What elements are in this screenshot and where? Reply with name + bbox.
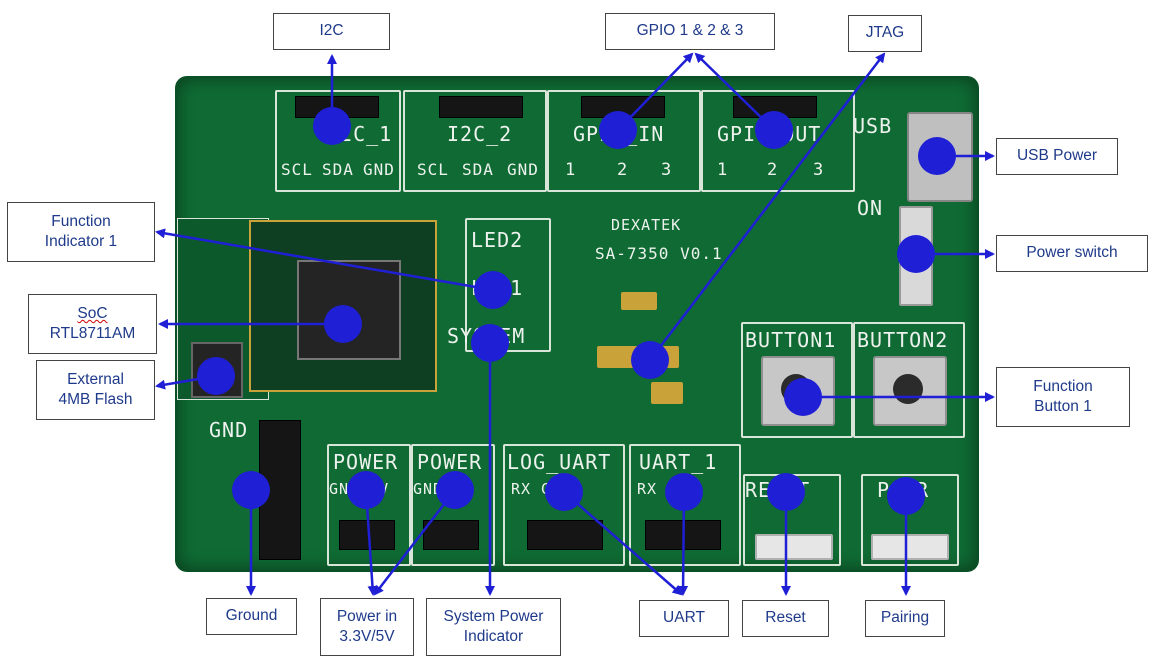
- silk-sda-1: SDA: [322, 160, 354, 179]
- silk-i2c-1: I2C_1: [327, 122, 393, 146]
- power-1-header: [339, 520, 395, 550]
- silk-gpio-out-1: 1: [717, 160, 729, 180]
- pcb-board: I2C_1 I2C_2 GPIO_IN GPIO_OUT SCL SDA GND…: [177, 78, 977, 570]
- silk-sda-2: SDA: [462, 160, 494, 179]
- pair-button-body: [871, 534, 949, 560]
- callout-function-indicator: Function Indicator 1: [7, 202, 155, 262]
- silk-led1: LED1: [471, 276, 524, 300]
- pair-silk-box: [861, 474, 959, 566]
- silk-rx-gnd-log: RX GND: [511, 480, 572, 498]
- callout-power-in: Power in 3.3V/5V: [320, 598, 414, 656]
- silk-scl-1: SCL: [281, 160, 313, 179]
- i2c-1-silk-box: [275, 90, 401, 192]
- silk-rx-gnd-uart1: RX GND: [637, 480, 698, 498]
- callout-power-switch: Power switch: [996, 235, 1148, 272]
- callout-function-button: Function Button 1: [996, 367, 1130, 427]
- silk-power-1: POWER: [333, 450, 399, 474]
- callout-ground: Ground: [206, 598, 297, 635]
- i2c-2-header: [439, 96, 523, 118]
- callout-soc-line1: SoC: [77, 304, 108, 322]
- silk-model: SA-7350 V0.1: [595, 244, 723, 263]
- callout-gpio: GPIO 1 & 2 & 3: [605, 13, 775, 50]
- button1-cap: [781, 374, 811, 404]
- callout-soc: SoC RTL8711AM: [28, 294, 157, 354]
- uart1-header: [645, 520, 721, 550]
- usb-connector: [907, 112, 973, 202]
- silk-gpio-in-1: 1: [565, 160, 577, 180]
- callout-jtag: JTAG: [848, 15, 922, 52]
- silk-gpio-out-3: 3: [813, 160, 825, 180]
- silk-system: SYSTEM: [447, 324, 526, 348]
- log-uart-header: [527, 520, 603, 550]
- callout-soc-line2: RTL8711AM: [49, 325, 136, 342]
- silk-gnd-5v-2: GND 5V: [413, 480, 474, 498]
- silk-gpio-in-3: 3: [661, 160, 673, 180]
- callout-uart: UART: [639, 600, 729, 637]
- silk-brand: DEXATEK: [611, 216, 682, 234]
- power-switch-body: [899, 206, 933, 306]
- silk-gpio-in: GPIO_IN: [573, 122, 665, 146]
- reset-button-body: [755, 534, 833, 560]
- jtag-pad-bottom: [651, 382, 683, 404]
- silk-led2: LED2: [471, 228, 524, 252]
- silk-reset: RESET: [745, 478, 811, 502]
- callout-i2c: I2C: [273, 13, 390, 50]
- callout-system-power: System Power Indicator: [426, 598, 561, 656]
- silk-gnd-2: GND: [507, 160, 539, 179]
- gpio-out-header: [733, 96, 817, 118]
- i2c-2-silk-box: [403, 90, 547, 192]
- silk-usb: USB: [853, 114, 893, 138]
- flash-chip: [191, 342, 243, 398]
- callout-usb-power: USB Power: [996, 138, 1118, 175]
- power-2-header: [423, 520, 479, 550]
- silk-gpio-in-2: 2: [617, 160, 629, 180]
- callout-external-flash: External 4MB Flash: [36, 360, 155, 420]
- jtag-pad-top: [621, 292, 657, 310]
- silk-power-2: POWER: [417, 450, 483, 474]
- silk-gnd-5v-1: GND 5V: [329, 480, 390, 498]
- silk-gpio-out-2: 2: [767, 160, 779, 180]
- callout-pairing: Pairing: [865, 600, 945, 637]
- silk-gpio-out: GPIO_OUT: [717, 122, 822, 146]
- callout-reset: Reset: [742, 600, 829, 637]
- silk-uart-1: UART_1: [639, 450, 718, 474]
- silk-gnd-1: GND: [363, 160, 395, 179]
- ground-header: [259, 420, 301, 560]
- silk-button2: BUTTON2: [857, 328, 949, 352]
- button2-cap: [893, 374, 923, 404]
- i2c-1-header: [295, 96, 379, 118]
- silk-on: ON: [857, 196, 884, 220]
- button2-silk-box: [853, 322, 965, 438]
- gpio-in-header: [581, 96, 665, 118]
- silk-log-uart: LOG_UART: [507, 450, 612, 474]
- jtag-pad-mid: [597, 346, 679, 368]
- silk-gnd-big: GND: [209, 418, 249, 442]
- silk-pair: PAIR: [877, 478, 930, 502]
- silk-scl-2: SCL: [417, 160, 449, 179]
- soc-chip: [297, 260, 401, 360]
- silk-i2c-2: I2C_2: [447, 122, 513, 146]
- silk-button1: BUTTON1: [745, 328, 837, 352]
